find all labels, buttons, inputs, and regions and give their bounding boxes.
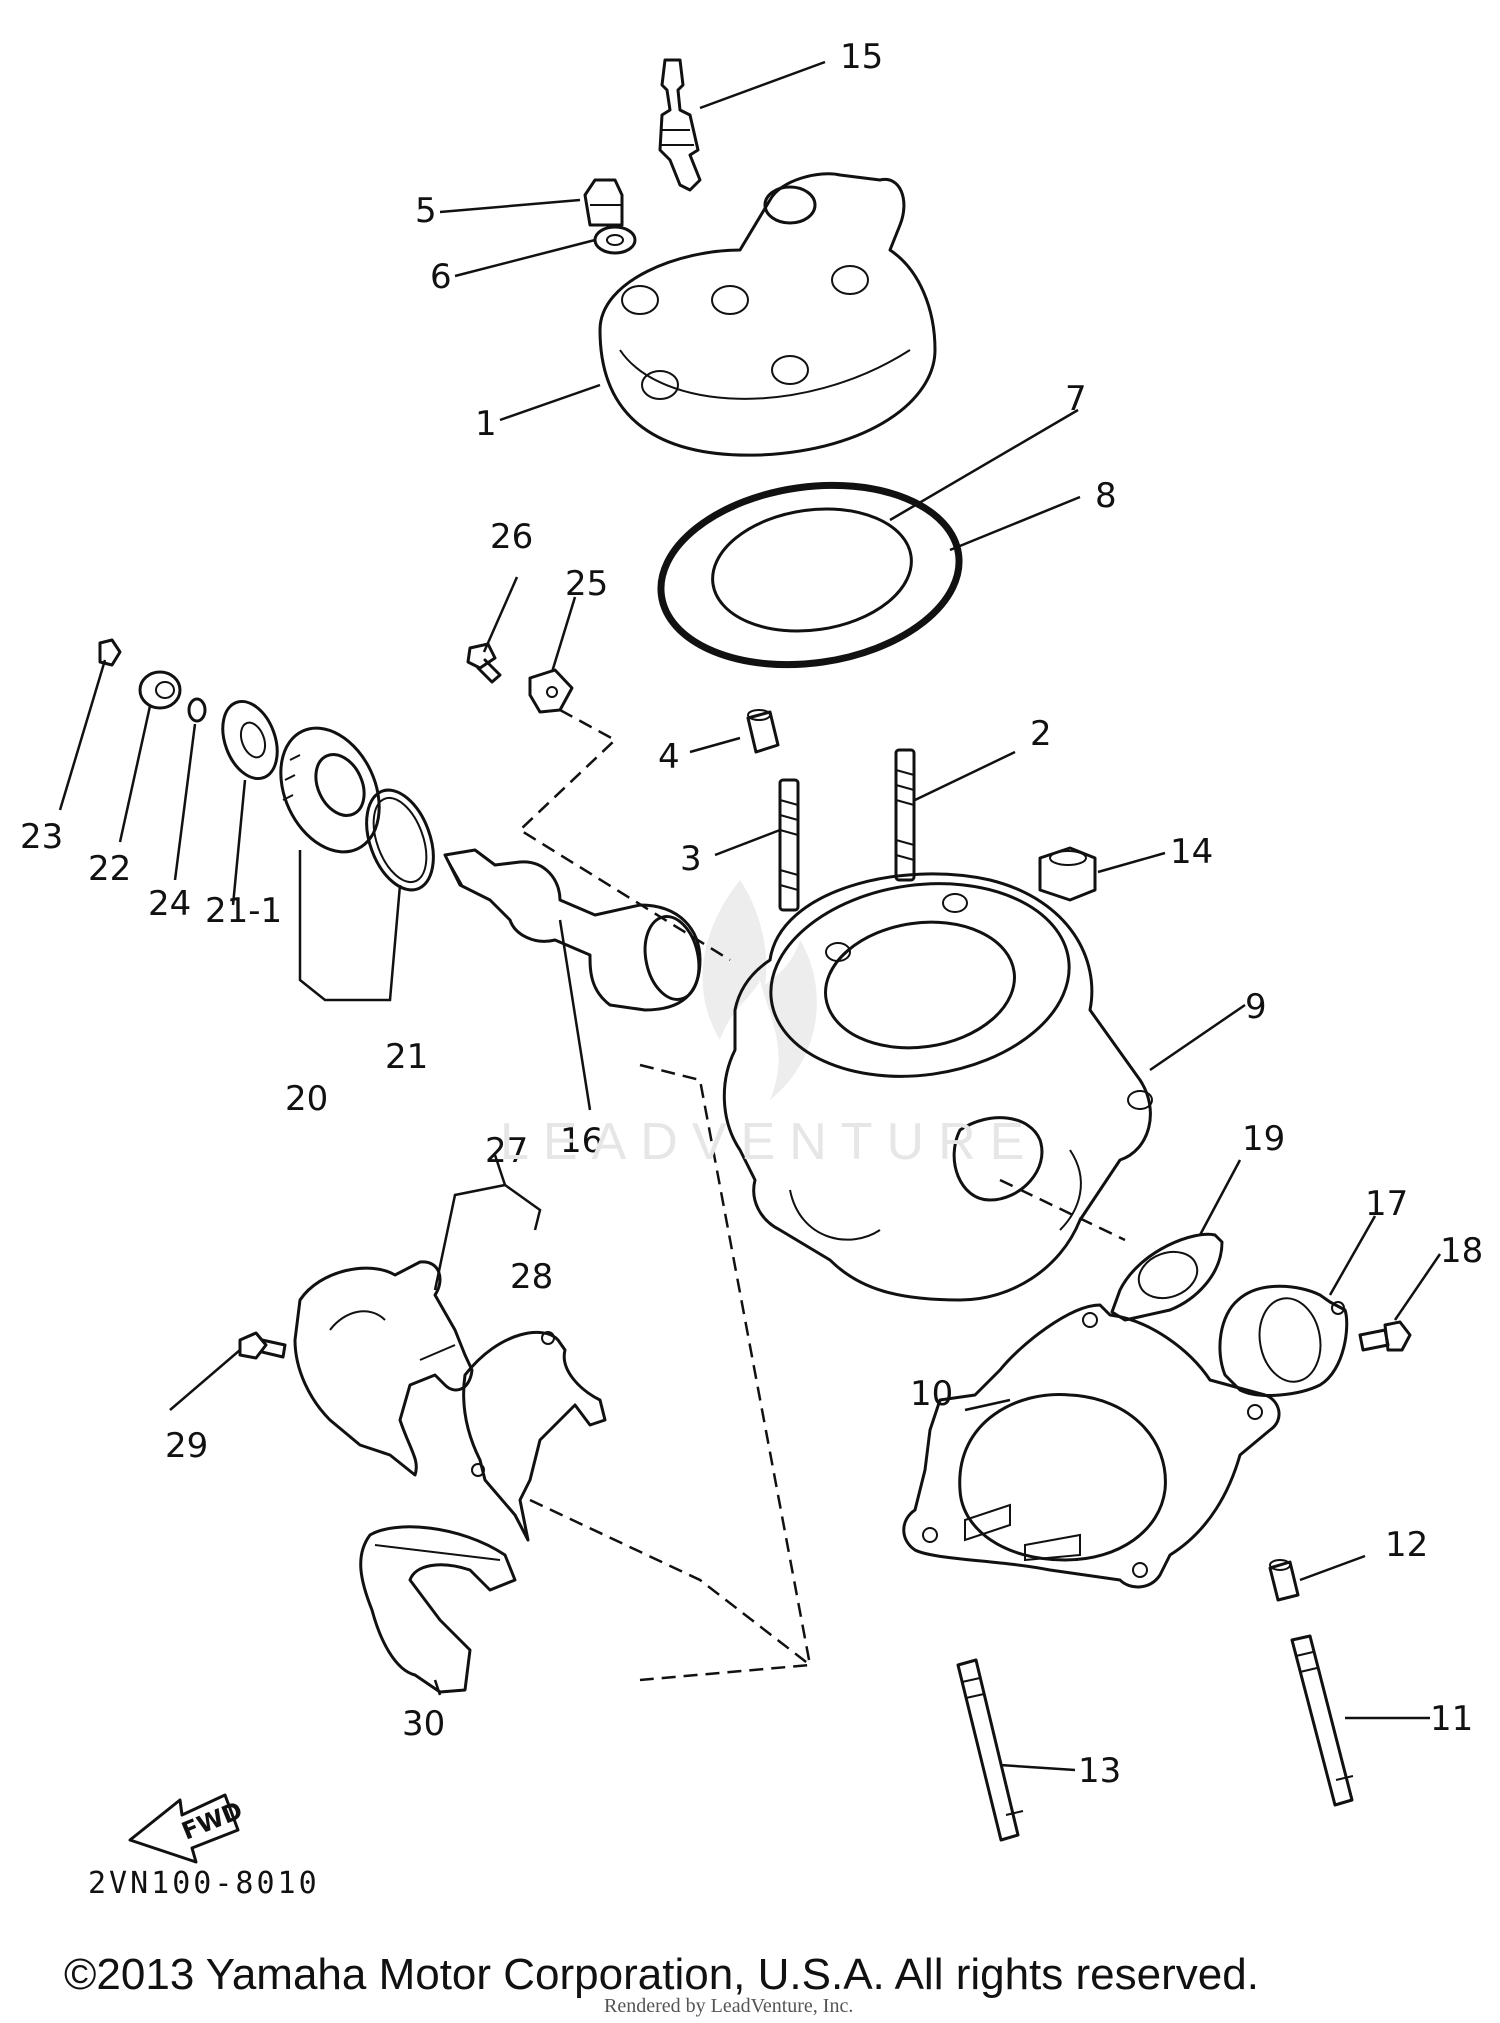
bracket-bolt-part [466, 642, 502, 684]
exhaust-gasket-part [1110, 1232, 1224, 1322]
cylinder-part [722, 872, 1153, 1302]
callout-3: 3 [680, 839, 702, 879]
stud-bolt-part-11 [1290, 1634, 1354, 1807]
base-gasket-part [902, 1303, 1281, 1589]
callout-15: 15 [840, 37, 883, 77]
rendered-by-note: Rendered by LeadVenture, Inc. [604, 1995, 854, 2017]
callout-25: 25 [565, 564, 608, 604]
callout-4: 4 [658, 737, 680, 777]
bearing-part [138, 670, 182, 710]
callout-30: 30 [402, 1704, 445, 1744]
water-pump-cover-part [293, 1260, 474, 1477]
o-ring-21-part [365, 788, 435, 892]
callout-16: 16 [560, 1121, 603, 1161]
leader-lines [58, 60, 1442, 1772]
callout-26: 26 [490, 517, 533, 557]
callout-28: 28 [510, 1257, 553, 1297]
head-bolt-part [583, 178, 624, 227]
callout-24: 24 [148, 884, 191, 924]
callout-12: 12 [1385, 1525, 1428, 1565]
head-gasket-part [657, 481, 963, 669]
callout-9: 9 [1245, 987, 1267, 1027]
callout-11: 11 [1430, 1699, 1473, 1739]
exhaust-valve-part [443, 848, 702, 1012]
cylinder-head-part [598, 172, 937, 457]
dowel-pin-part [746, 709, 780, 754]
water-pump-gasket-part [462, 1330, 607, 1542]
stud-bolt-part-13 [956, 1658, 1024, 1842]
dowel-pin-12-part [1268, 1559, 1300, 1602]
callout-22: 22 [88, 849, 131, 889]
fwd-label: FWD [178, 1796, 247, 1845]
callout-21-1: 21-1 [205, 891, 282, 931]
circlip-part [187, 697, 207, 723]
watermark-brand-text: LEADVENTURE [500, 1113, 1039, 1171]
callout-20: 20 [285, 1079, 328, 1119]
diagram-code: 2VN100-8010 [88, 1866, 320, 1901]
small-nut-part [98, 638, 122, 667]
spark-plug-part [658, 58, 702, 192]
callout-14: 14 [1170, 832, 1213, 872]
exhaust-bolt-part [1358, 1320, 1412, 1352]
callout-1: 1 [475, 404, 497, 444]
callout-21: 21 [385, 1037, 428, 1077]
callout-7: 7 [1065, 379, 1087, 419]
watermark-logo [702, 880, 817, 1100]
callout-19: 19 [1242, 1119, 1285, 1159]
callout-23: 23 [20, 817, 63, 857]
callout-27: 27 [485, 1131, 528, 1171]
valve-bracket-part [528, 668, 574, 714]
callout-18: 18 [1440, 1231, 1483, 1271]
exhaust-cover-part [1218, 1284, 1349, 1397]
cylinder-nut-part [1038, 846, 1097, 902]
o-ring-part [711, 507, 913, 633]
cover-bolt-part [238, 1331, 287, 1360]
oil-seal-part [221, 699, 279, 781]
copyright-notice: ©2013 Yamaha Motor Corporation, U.S.A. A… [64, 1950, 1259, 1999]
callout-10: 10 [910, 1374, 953, 1414]
callout-17: 17 [1365, 1184, 1408, 1224]
forward-arrow-icon [128, 1793, 240, 1864]
callout-6: 6 [430, 257, 452, 297]
rubber-guard-part [359, 1525, 517, 1694]
assembly-dash-lines [517, 708, 1126, 1682]
callout-5: 5 [415, 191, 437, 231]
callout-8: 8 [1095, 476, 1117, 516]
stud-bolt-part-2 [894, 748, 916, 882]
callout-29: 29 [165, 1426, 208, 1466]
stud-bolt-part-3 [778, 778, 800, 912]
washer-part [593, 225, 637, 255]
callout-2: 2 [1030, 714, 1052, 754]
callout-13: 13 [1078, 1751, 1121, 1791]
seal-housing-part [279, 726, 381, 854]
